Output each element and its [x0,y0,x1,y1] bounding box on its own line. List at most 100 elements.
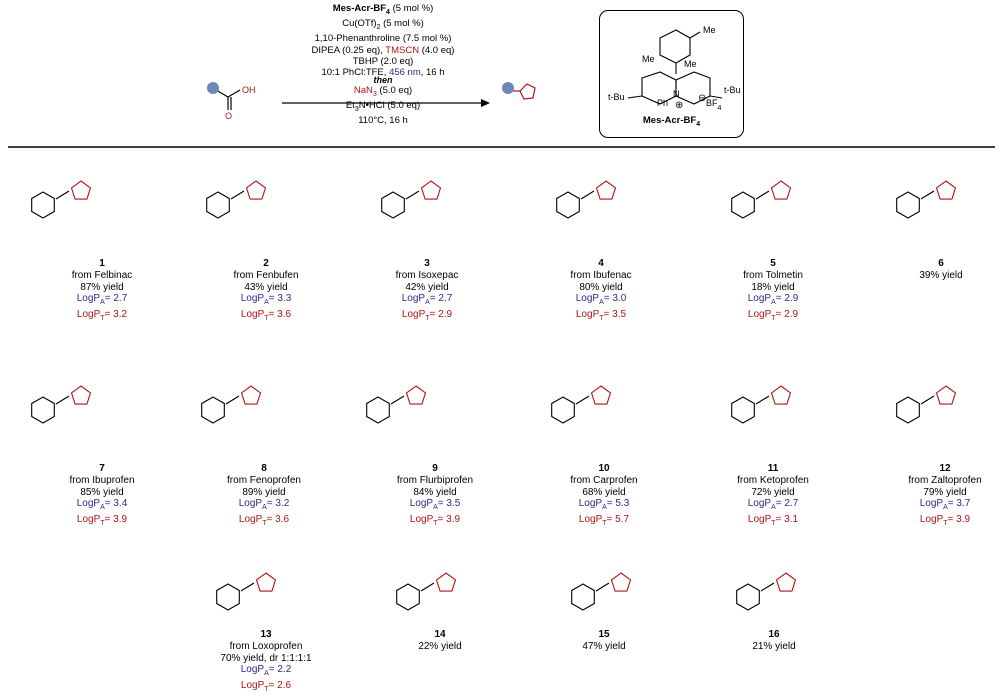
cat-me-left: Me [642,54,655,64]
compound-number: 3 [424,258,430,269]
cat-bf4: BF4 [706,98,722,111]
cat-ph: Ph [657,98,668,108]
logpa-value: LogPA= 3.0 [575,293,627,307]
logpt-value: LogPT= 3.1 [747,514,799,528]
compound-7-ring [31,396,55,424]
logpt-value: LogPT= 3.9 [919,514,971,528]
catalyst-labels: Me Me Me t-Bu t-Bu N Ph ⊕ ⊖ BF4 [608,25,741,111]
compound-13-ring [216,583,240,611]
compound-number: 9 [432,463,438,474]
cond-additive: Et3N•HCl (5.0 eq) [345,99,421,113]
cond-catalyst: Mes-Acr-BF4 (5 mol %) [332,3,434,16]
logpt-value: LogPT= 3.5 [575,309,627,323]
compound-2-tetrazole [245,180,267,200]
compound-6-tetrazole [935,180,957,200]
logpa-value: LogPA= 3.4 [76,498,128,512]
compound-number: 11 [767,463,779,474]
logpa-value: LogPA= 2.9 [747,293,799,307]
compound-number: 6 [938,258,944,269]
compound-number: 15 [598,629,610,640]
compound-5-ring [731,191,755,219]
yield-text: 68% yield [582,486,626,498]
compound-11-linker [755,395,770,405]
yield-text: 22% yield [418,640,462,652]
yield-text: 72% yield [751,486,795,498]
compound-15-linker [595,582,610,592]
compound-1-ring [31,191,55,219]
logpt-value: LogPT= 2.6 [240,680,292,694]
compound-number: 13 [260,629,272,640]
logpa-value: LogPA= 5.3 [578,498,630,512]
compound-8-linker [225,395,240,405]
compound-16-ring [736,583,760,611]
drug-source: from Ibuprofen [69,474,135,486]
compound-7-linker [55,395,70,405]
compound-7-tetrazole [70,385,92,405]
logpt-value: LogPT= 3.6 [238,514,290,528]
compound-15-ring [571,583,595,611]
compound-number: 4 [598,258,604,269]
compound-12-ring [896,396,920,424]
starting-acid [215,89,241,110]
drug-source: from Isoxepac [395,269,459,281]
compound-9-ring [366,396,390,424]
drug-source: from Ibufenac [570,269,632,281]
compound-11-ring [731,396,755,424]
r-group-ball [207,82,219,94]
logpa-value: LogPA= 3.7 [919,498,971,512]
cond-base: DIPEA (0.25 eq), TMSCN (4.0 eq) [311,44,455,56]
cond-solvent: 10:1 PhCl:TFE, 456 nm, 16 h [321,67,445,79]
compound-5-tetrazole [770,180,792,200]
logpa-value: LogPA= 3.5 [409,498,461,512]
cat-minus: ⊖ [698,93,706,104]
compound-13-linker [240,582,255,592]
compound-8-tetrazole [240,385,262,405]
compound-12-tetrazole [935,385,957,405]
compound-16-tetrazole [775,572,797,592]
cond-temperature: 110°C, 16 h [358,114,408,126]
compound-4-ring [556,191,580,219]
yield-text: 39% yield [919,269,963,281]
compound-4-tetrazole [595,180,617,200]
yield-text: 84% yield [413,486,457,498]
drug-source: from Fenoprofen [227,474,301,486]
cat-me-right: Me [684,59,697,69]
drug-source: from Fenbufen [233,269,299,281]
cat-n: N [673,89,680,99]
drug-source: from Felbinac [71,269,133,281]
compound-number: 14 [434,629,446,640]
drug-source: from Loxoprofen [229,640,303,652]
compound-12-linker [920,395,935,405]
yield-text: 87% yield [80,281,124,293]
compound-14-linker [420,582,435,592]
compound-number: 1 [99,258,105,269]
compound-3-linker [405,190,420,200]
compound-2-ring [206,191,230,219]
logpa-value: LogPA= 2.7 [401,293,453,307]
logpt-value: LogPT= 3.9 [409,514,461,528]
product-tetrazole [513,83,536,100]
yield-text: 79% yield [923,486,967,498]
compound-8-ring [201,396,225,424]
drug-source: from Ketoprofen [737,474,809,486]
compound-10-tetrazole [590,385,612,405]
compound-13-tetrazole [255,572,277,592]
compound-number: 16 [768,629,780,640]
logpa-value: LogPA= 2.7 [747,498,799,512]
cat-plus: ⊕ [675,100,683,111]
compound-3-ring [381,191,405,219]
